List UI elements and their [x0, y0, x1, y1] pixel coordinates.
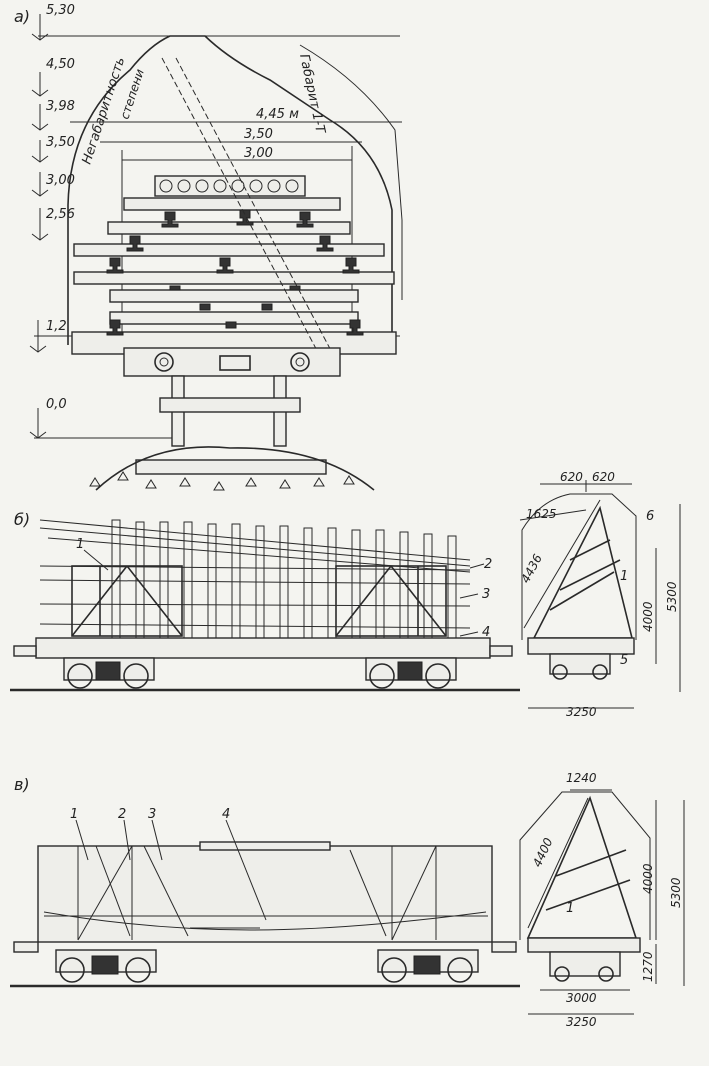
elevation-3-98: 3,98: [46, 99, 75, 114]
elevation-1-2: 1,2: [46, 319, 67, 334]
panel-a: а) 5,30 4,50 3,98 3,50 3,00 2,56 1,2: [14, 3, 403, 491]
dim-v-4400: 4400: [530, 835, 556, 869]
callout-v-2: 2: [118, 807, 126, 822]
timber-layer-1: [123, 197, 341, 211]
dim-b-4000: 4000: [641, 601, 655, 632]
elevation-4-50: 4,50: [46, 57, 75, 72]
sleeper: [135, 459, 327, 475]
width-dimensions: 4,45 м 3,50 3,00: [70, 107, 402, 350]
dim-v-1270: 1270: [641, 951, 655, 982]
callout-b-5: 5: [620, 653, 628, 668]
panel-v: в): [10, 771, 685, 1029]
end-view-b: 620 620 1625 4436 3250 4000 5300 6 1 5: [518, 470, 681, 719]
panel-b-label: б): [14, 510, 30, 529]
long-rails: [39, 519, 471, 629]
timber-layer-5: [109, 289, 359, 303]
dim-b-5300: 5300: [665, 581, 679, 612]
diagonal-rail-dash: [161, 57, 323, 361]
end-view-v: 1240 4400 3000 3250 4000 1270 5300 1: [519, 771, 685, 1029]
callout-b-3: 3: [482, 587, 490, 602]
callout-v-3: 3: [148, 807, 156, 822]
stanchion-stubs: [111, 519, 457, 641]
right-coupler: [489, 645, 513, 657]
car-frame: [123, 347, 341, 377]
callout-v-1: 1: [70, 807, 78, 822]
left-coupler: [13, 645, 37, 657]
ballast-marks: [89, 471, 355, 491]
gondola-bogies: [55, 949, 479, 983]
bogie-axle: [159, 397, 301, 413]
elevation-0-0: 0,0: [46, 397, 67, 412]
ballast-outline: [95, 446, 375, 491]
width-3-50: 3,50: [244, 127, 273, 142]
gauge-1t-outline: [299, 44, 403, 300]
dim-b-1625: 1625: [526, 507, 557, 521]
callout-b-2: 2: [484, 557, 492, 572]
oversize-gauge-outline: [67, 35, 393, 345]
gondola-bracing: [43, 845, 488, 941]
width-3-00: 3,00: [244, 146, 273, 161]
flatcar-bogies: [63, 657, 457, 689]
dim-b-3250: 3250: [566, 705, 597, 719]
elevation-3-50: 3,50: [46, 135, 75, 150]
a-frame-b: [532, 505, 634, 639]
dim-b-620b: 620: [592, 470, 615, 484]
rail-profiles: [106, 209, 364, 336]
panel-b: б): [10, 470, 681, 719]
gondola-body: [37, 845, 493, 943]
callout-v-side-1: 1: [566, 901, 574, 916]
elevation-3-00: 3,00: [46, 173, 75, 188]
callout-v-4: 4: [222, 807, 230, 822]
timber-layer-4: [73, 271, 395, 285]
width-4-45: 4,45 м: [256, 107, 299, 122]
dim-v-1240: 1240: [566, 771, 597, 785]
timber-layer-3: [73, 243, 385, 257]
elevation-2-56: 2,56: [46, 207, 75, 222]
dim-v-3250: 3250: [566, 1015, 597, 1029]
callout-b-4: 4: [482, 625, 490, 640]
timber-layer-2: [107, 221, 351, 235]
dim-v-5300: 5300: [669, 877, 683, 908]
callout-b-side-1: 1: [620, 569, 628, 584]
dim-v-3000: 3000: [566, 991, 597, 1005]
callout-b-1: 1: [76, 537, 84, 552]
rail-stack: [71, 57, 397, 361]
dim-v-4000: 4000: [641, 863, 655, 894]
panel-v-label: в): [14, 775, 30, 794]
panel-a-label: а): [14, 7, 30, 26]
a-frame-v: [526, 795, 638, 939]
car-cross-section: [89, 347, 375, 491]
support-frames: [71, 565, 447, 637]
flatcar-deck: [35, 637, 491, 659]
callout-b-6: 6: [646, 509, 654, 524]
elevation-5-30: 5,30: [46, 3, 75, 18]
dim-b-620a: 620: [560, 470, 583, 484]
gauge-1t-label: Габарит 1-Т: [296, 53, 328, 136]
